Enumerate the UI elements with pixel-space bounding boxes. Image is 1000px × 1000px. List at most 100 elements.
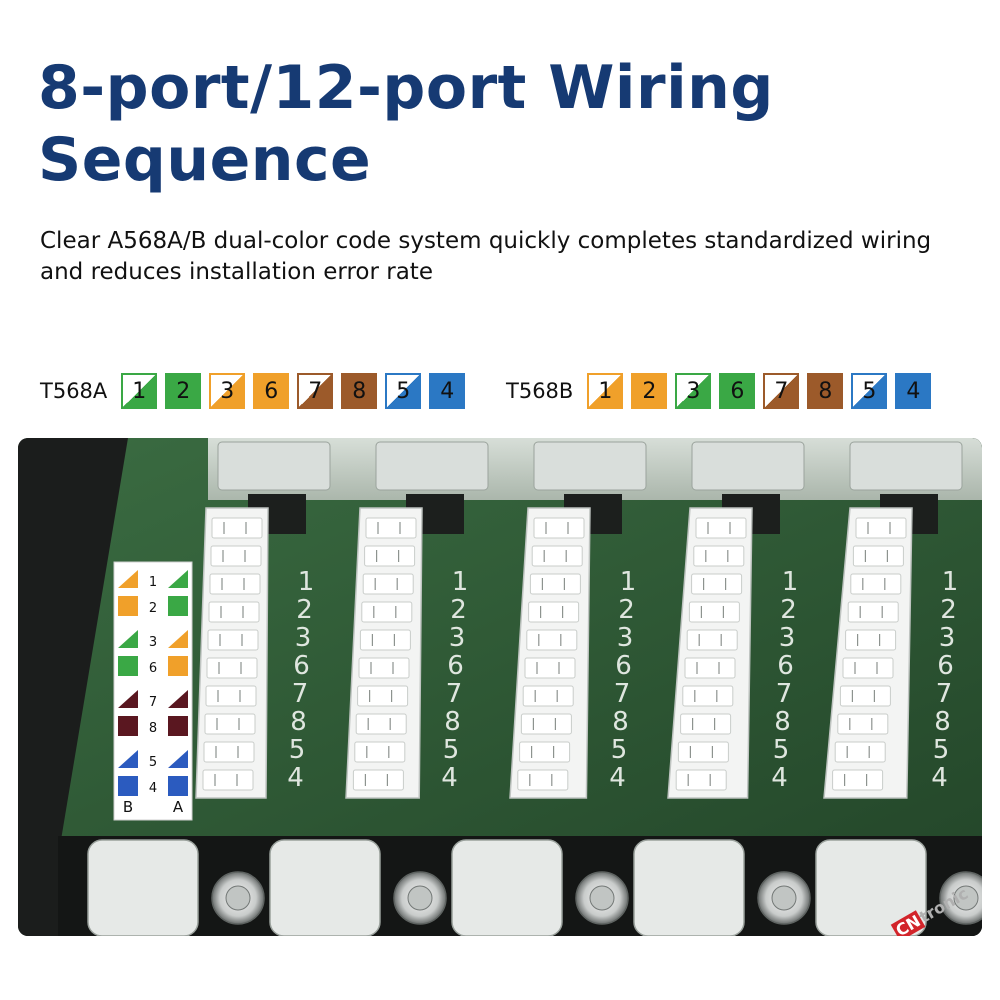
sticker-b-label: B — [123, 798, 133, 816]
swatch-number: 5 — [396, 378, 411, 404]
sticker-a-label: A — [173, 798, 184, 816]
pin-number: 5 — [289, 735, 306, 765]
t568a-swatch-3: 3 — [209, 373, 246, 409]
pin-number: 5 — [773, 735, 790, 765]
swatch-number: 8 — [352, 378, 367, 404]
sticker-pin: 8 — [149, 721, 157, 736]
swatch-number: 8 — [818, 378, 833, 404]
pin-number: 8 — [612, 707, 629, 737]
pin-number: 8 — [774, 707, 791, 737]
pin-number: 2 — [450, 595, 467, 625]
bottom-jack — [815, 839, 927, 936]
pin-number: 2 — [780, 595, 797, 625]
pin-number: 6 — [447, 651, 464, 681]
swatch-number: 6 — [264, 378, 279, 404]
t568b-swatch-8: 8 — [807, 373, 844, 409]
swatch-number: 2 — [642, 378, 657, 404]
t568b-code-row: T568B 1 2 3 6 7 8 5 4 — [506, 372, 939, 410]
idc-punch-down-block — [667, 507, 753, 799]
pin-number: 6 — [293, 651, 310, 681]
t568a-swatch-6: 6 — [253, 373, 290, 409]
pin-number: 5 — [611, 735, 628, 765]
pin-number: 7 — [936, 679, 953, 709]
swatch-number: 4 — [906, 378, 921, 404]
t568a-label: T568A — [40, 379, 108, 403]
top-jack — [217, 441, 331, 491]
pin-number: 1 — [942, 567, 959, 597]
pin-number: 4 — [287, 763, 304, 793]
sticker-pin: 4 — [149, 781, 157, 796]
pin-number: 3 — [449, 623, 466, 653]
t568a-swatch-2: 2 — [165, 373, 202, 409]
t568b-swatch-5: 5 — [851, 373, 888, 409]
pin-number: 6 — [615, 651, 632, 681]
swatch-number: 4 — [440, 378, 455, 404]
pin-number: 8 — [290, 707, 307, 737]
pin-number: 4 — [771, 763, 788, 793]
t568b-swatch-1: 1 — [587, 373, 624, 409]
top-jack — [691, 441, 805, 491]
t568b-swatch-3: 3 — [675, 373, 712, 409]
swatch-number: 7 — [308, 378, 323, 404]
swatch-number: 1 — [132, 378, 147, 404]
bottom-jack — [269, 839, 381, 936]
swatch-number: 1 — [598, 378, 613, 404]
pin-number: 7 — [292, 679, 309, 709]
sticker-pin: 1 — [149, 575, 157, 590]
pin-number: 7 — [776, 679, 793, 709]
swatch-number: 6 — [730, 378, 745, 404]
t568a-swatch-1: 1 — [121, 373, 158, 409]
pin-number: 3 — [939, 623, 956, 653]
pin-number: 7 — [446, 679, 463, 709]
color-code-sticker: 1 2 3 6 7 8 5 4B A — [113, 561, 193, 821]
pin-number: 3 — [779, 623, 796, 653]
pin-number: 4 — [931, 763, 948, 793]
pin-number: 1 — [452, 567, 469, 597]
pin-number: 2 — [940, 595, 957, 625]
pin-number: 2 — [296, 595, 313, 625]
swatch-number: 3 — [220, 378, 235, 404]
t568a-swatches: 1 2 3 6 7 8 5 4 — [121, 373, 473, 409]
pin-number: 5 — [933, 735, 950, 765]
t568a-swatch-7: 7 — [297, 373, 334, 409]
t568b-swatch-7: 7 — [763, 373, 800, 409]
swatch-number: 7 — [774, 378, 789, 404]
pin-number: 1 — [620, 567, 637, 597]
pin-number: 2 — [618, 595, 635, 625]
swatch-number: 2 — [176, 378, 191, 404]
pin-number: 1 — [782, 567, 799, 597]
top-jack — [375, 441, 489, 491]
t568a-swatch-5: 5 — [385, 373, 422, 409]
bottom-jack — [87, 839, 199, 936]
top-jack — [849, 441, 963, 491]
patch-panel-illustration: 1236785412367854123678541236785412367854… — [18, 438, 982, 936]
pin-number: 5 — [443, 735, 460, 765]
pin-number: 4 — [609, 763, 626, 793]
pin-number: 1 — [298, 567, 315, 597]
bottom-jack — [451, 839, 563, 936]
t568a-swatch-8: 8 — [341, 373, 378, 409]
pin-number: 4 — [441, 763, 458, 793]
top-jack — [533, 441, 647, 491]
pin-number: 3 — [295, 623, 312, 653]
sticker-pin: 3 — [149, 635, 157, 650]
page-title: 8-port/12-port Wiring Sequence — [38, 53, 774, 195]
sticker-pin: 5 — [149, 755, 157, 770]
page-subtitle: Clear A568A/B dual-color code system qui… — [40, 228, 932, 285]
t568a-swatch-4: 4 — [429, 373, 466, 409]
t568b-swatches: 1 2 3 6 7 8 5 4 — [587, 373, 939, 409]
t568b-label: T568B — [506, 379, 574, 403]
t568b-swatch-6: 6 — [719, 373, 756, 409]
t568b-swatch-4: 4 — [895, 373, 932, 409]
sticker-pin: 7 — [149, 695, 157, 710]
pin-number: 6 — [937, 651, 954, 681]
sticker-pin: 6 — [149, 661, 157, 676]
swatch-number: 3 — [686, 378, 701, 404]
sticker-pin: 2 — [149, 601, 157, 616]
t568a-code-row: T568A 1 2 3 6 7 8 5 4 — [40, 372, 473, 410]
idc-punch-down-block — [345, 507, 423, 799]
swatch-number: 5 — [862, 378, 877, 404]
idc-punch-down-block — [509, 507, 591, 799]
bottom-jack — [633, 839, 745, 936]
